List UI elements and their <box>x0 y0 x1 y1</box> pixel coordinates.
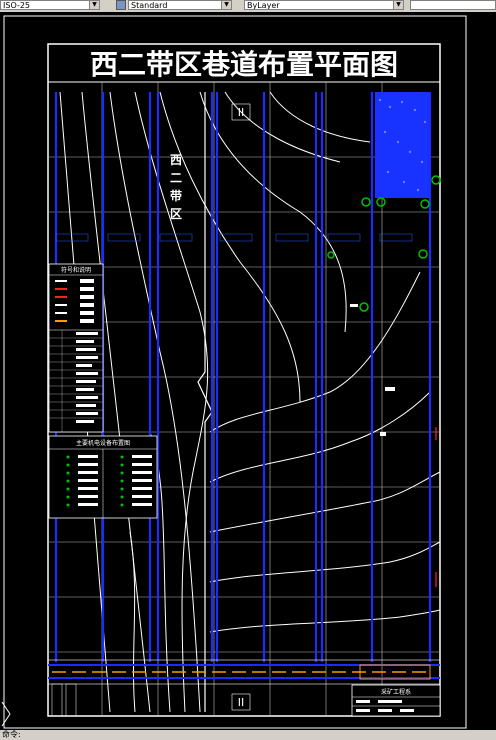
ucs-icon <box>1 701 11 727</box>
panel-labels <box>55 233 413 242</box>
legend-rows <box>49 330 103 432</box>
area-char-4: 区 <box>170 207 182 221</box>
equipment-table-symbols <box>66 455 124 507</box>
area-char-2: 二 <box>170 171 182 185</box>
equipment-table: 主要机电设备布置图 <box>48 435 158 519</box>
legend-row-values <box>76 332 98 423</box>
equipment-title: 主要机电设备布置图 <box>76 439 130 447</box>
drawing-title: 西二带区巷道布置平面图 <box>90 48 398 81</box>
text-style-value: Standard <box>131 1 168 10</box>
section-mark-bottom-box <box>231 693 251 711</box>
title-block: 采矿工程系 <box>351 684 441 717</box>
legend-title: 符号和说明 <box>61 266 91 274</box>
layer-dropdown[interactable]: ByLayer ▼ <box>244 0 404 10</box>
dimension-style-dropdown[interactable]: ISO-25 ▼ <box>0 0 100 10</box>
title-block-label: 采矿工程系 <box>381 688 411 696</box>
section-mark-top: II <box>238 106 245 119</box>
dimension-style-value: ISO-25 <box>3 1 31 10</box>
legend-table: 符号和说明 <box>48 263 104 433</box>
fault-line <box>197 92 213 712</box>
layer-value: ByLayer <box>247 1 280 10</box>
area-char-1: 西 <box>170 153 182 167</box>
equipment-tags <box>350 304 395 436</box>
title-band <box>47 43 441 83</box>
text-style-dropdown[interactable]: Standard ▼ <box>128 0 232 10</box>
area-char-3: 带 <box>170 188 182 203</box>
chevron-down-icon: ▼ <box>89 1 99 9</box>
goaf-hatch <box>378 98 427 192</box>
contour-lines <box>59 91 441 713</box>
equipment-symbols <box>327 175 441 312</box>
equipment-table-text <box>78 455 152 506</box>
chevron-down-icon: ▼ <box>393 1 403 9</box>
shaft-detail <box>51 683 77 717</box>
legend-entries <box>55 279 94 323</box>
command-prompt: 命令: <box>2 730 21 739</box>
chevron-down-icon: ▼ <box>221 1 231 9</box>
main-roadways <box>54 92 432 662</box>
cad-drawing-canvas: 西二带区巷道布置平面图 <box>1 15 467 729</box>
section-mark-bottom: II <box>238 696 245 709</box>
haulage-roadway <box>47 659 441 685</box>
goaf-area <box>375 92 431 198</box>
command-line[interactable]: 命令: <box>0 730 496 740</box>
text-style-icon[interactable] <box>116 0 126 10</box>
paper-border <box>3 15 467 729</box>
properties-toolbar: ISO-25 ▼ Standard ▼ ByLayer ▼ <box>0 0 496 13</box>
area-label: 西 二 带 区 <box>170 153 182 221</box>
lineweight-dropdown[interactable] <box>410 0 496 10</box>
drawing-viewport[interactable]: 西二带区巷道布置平面图 <box>0 12 496 730</box>
section-mark-top-box <box>231 103 251 121</box>
